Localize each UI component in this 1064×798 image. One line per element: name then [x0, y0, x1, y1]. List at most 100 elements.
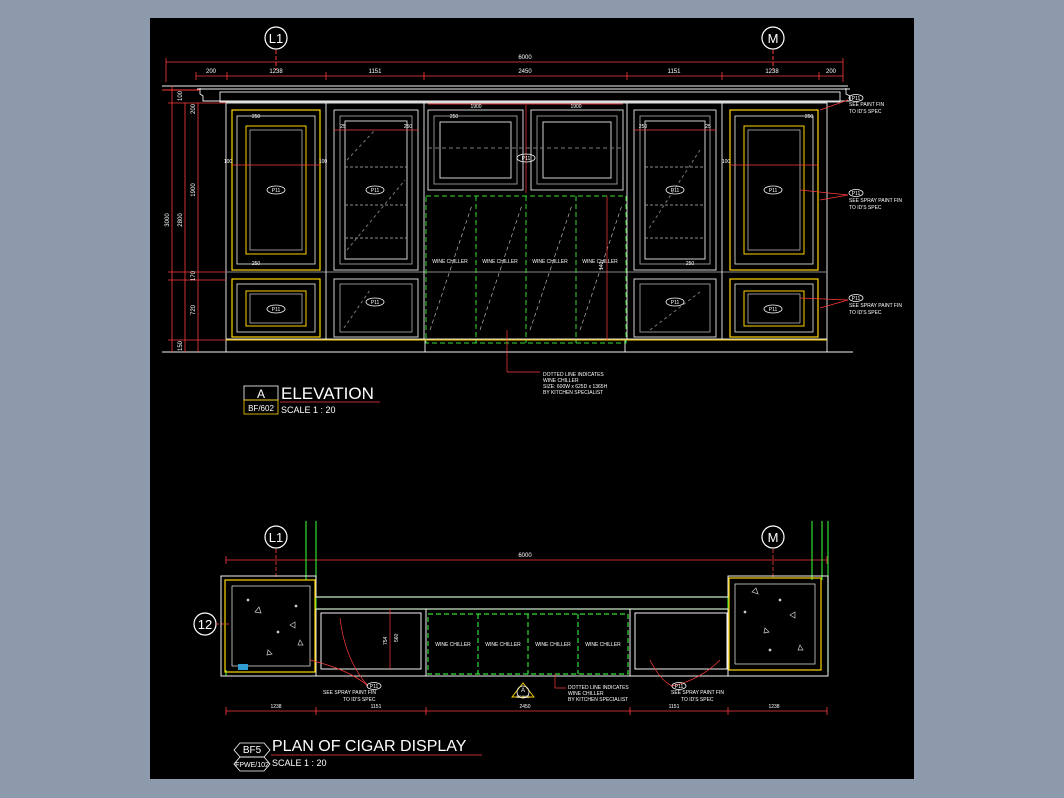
svg-text:250: 250: [252, 114, 261, 120]
svg-text:ELEVATION: ELEVATION: [281, 384, 374, 403]
svg-text:TO ID'S SPEC: TO ID'S SPEC: [343, 697, 376, 703]
svg-text:1238: 1238: [765, 69, 779, 75]
svg-text:1900: 1900: [470, 104, 481, 110]
svg-text:250: 250: [805, 114, 814, 120]
svg-text:A: A: [257, 387, 265, 401]
svg-text:BF/602: BF/602: [248, 404, 274, 413]
svg-text:2450: 2450: [518, 69, 532, 75]
svg-text:100: 100: [224, 159, 233, 165]
section-marker-a: A BF/602: [511, 682, 535, 699]
svg-text:1151: 1151: [669, 704, 680, 710]
cad-drawing: L1 M 6000 200 1238 1151: [162, 26, 902, 772]
svg-text:P11: P11: [769, 307, 778, 313]
svg-text:2450: 2450: [519, 704, 530, 710]
svg-text:25: 25: [705, 124, 711, 130]
svg-text:BF/602: BF/602: [517, 694, 531, 699]
svg-text:1151: 1151: [369, 69, 383, 75]
svg-text:A: A: [521, 688, 525, 694]
svg-text:250: 250: [404, 124, 413, 130]
svg-text:250: 250: [639, 124, 648, 130]
svg-text:FPWE/102: FPWE/102: [235, 762, 269, 769]
plan-chiller-note: DOTTED LINE INDICATES WINE CHILLER BY KI…: [554, 674, 629, 703]
plan-bottom-dimensions: 1238 1151 2450 1151 1238: [225, 704, 828, 715]
chiller-note: DOTTED LINE INDICATES WINE CHILLER SIZE:…: [506, 330, 608, 396]
svg-text:SEE SPRAY PAINT FIN: SEE SPRAY PAINT FIN: [323, 690, 376, 696]
svg-text:1900: 1900: [570, 104, 581, 110]
cad-viewport[interactable]: L1 M 6000 200 1238 1151: [150, 18, 914, 779]
svg-text:SEE SPRAY PAINT FIN: SEE SPRAY PAINT FIN: [671, 690, 724, 696]
svg-text:WINE CHILLER: WINE CHILLER: [432, 259, 468, 265]
svg-text:SEE PAINT FIN: SEE PAINT FIN: [849, 102, 884, 108]
svg-text:SIZE: 600W x 625D x 1365H: SIZE: 600W x 625D x 1365H: [543, 384, 608, 390]
svg-text:1151: 1151: [668, 69, 682, 75]
svg-text:1900: 1900: [191, 183, 197, 197]
plan-depth-dims: 754 560: [383, 609, 400, 669]
right-lower-panel: [729, 278, 819, 338]
svg-text:6000: 6000: [518, 553, 532, 559]
svg-text:P11: P11: [852, 296, 861, 302]
svg-text:BF5: BF5: [243, 745, 262, 756]
svg-text:M: M: [768, 31, 779, 46]
panel-dimensions: 250 25 250 250 100 100 100 250 250 25 25…: [224, 114, 818, 267]
wine-chillers: WINE CHILLER WINE CHILLER WINE CHILLER W…: [425, 195, 627, 344]
elevation-title: A BF/602 ELEVATION SCALE 1 : 20: [243, 384, 380, 415]
plan-chiller-labels: WINE CHILLER WINE CHILLER WINE CHILLER W…: [435, 642, 621, 648]
svg-text:1151: 1151: [371, 704, 382, 710]
svg-text:6000: 6000: [518, 55, 532, 61]
plan-grid-bubble-l1: L1: [264, 525, 288, 549]
svg-text:100: 100: [319, 159, 328, 165]
svg-text:P11: P11: [522, 156, 531, 162]
svg-text:150: 150: [178, 340, 184, 351]
plan-title: BF5 FPWE/102 PLAN OF CIGAR DISPLAY SCALE…: [233, 738, 482, 772]
svg-text:L1: L1: [269, 530, 283, 545]
plan-left-callout: P11 SEE SPRAY PAINT FIN TO ID'S SPEC: [309, 617, 382, 703]
left-upper-panel: [231, 109, 321, 271]
svg-text:WINE CHILLER: WINE CHILLER: [485, 642, 521, 648]
svg-text:L1: L1: [269, 31, 283, 46]
svg-text:WINE CHILLER: WINE CHILLER: [535, 642, 571, 648]
svg-text:WINE CHILLER: WINE CHILLER: [543, 378, 579, 384]
svg-text:250: 250: [686, 261, 695, 267]
overall-dimension: 6000: [165, 55, 844, 82]
svg-text:BY KITCHEN SPECIALIST: BY KITCHEN SPECIALIST: [543, 390, 603, 396]
svg-text:170: 170: [191, 270, 197, 281]
svg-text:P11: P11: [852, 96, 861, 102]
svg-text:1238: 1238: [270, 704, 281, 710]
svg-text:140: 140: [599, 261, 605, 270]
right-upper-panel: [729, 109, 819, 271]
cabinet-body: [162, 102, 853, 353]
svg-text:200: 200: [826, 69, 837, 75]
svg-text:P11: P11: [675, 684, 684, 690]
left-dimensions: 3000 2800 1900 170 720 150 100 200: [165, 86, 226, 352]
center-upper-cabinets: 1900 1900: [427, 103, 624, 193]
svg-text:SEE SPRAY PAINT FIN: SEE SPRAY PAINT FIN: [849, 303, 902, 309]
svg-text:TO ID'S SPEC: TO ID'S SPEC: [849, 109, 882, 115]
svg-text:SCALE 1 : 20: SCALE 1 : 20: [281, 405, 336, 415]
svg-text:WINE CHILLER: WINE CHILLER: [568, 691, 604, 697]
svg-text:DOTTED LINE INDICATES: DOTTED LINE INDICATES: [543, 372, 604, 378]
svg-text:1238: 1238: [768, 704, 779, 710]
svg-text:TO ID'S SPEC: TO ID'S SPEC: [849, 310, 882, 316]
svg-text:720: 720: [191, 304, 197, 315]
svg-text:M: M: [768, 530, 779, 545]
svg-text:100: 100: [178, 90, 184, 101]
plan-grid-bubble-12: 12: [193, 612, 230, 636]
svg-text:P11: P11: [272, 307, 281, 313]
plan-view: L1 M 12 6000: [193, 521, 829, 772]
svg-text:PLAN OF CIGAR DISPLAY: PLAN OF CIGAR DISPLAY: [272, 738, 467, 755]
plan-grid-bubble-m: M: [761, 525, 785, 549]
svg-text:WINE CHILLER: WINE CHILLER: [532, 259, 568, 265]
svg-text:P11: P11: [852, 191, 861, 197]
svg-text:200: 200: [206, 69, 217, 75]
grid-bubble-l1: L1: [264, 26, 288, 50]
grid-bubble-m: M: [761, 26, 785, 50]
left-glass-cabinet: [333, 109, 419, 338]
svg-text:560: 560: [394, 633, 400, 642]
svg-text:P11: P11: [371, 188, 380, 194]
svg-text:TO ID'S SPEC: TO ID'S SPEC: [849, 205, 882, 211]
svg-text:WINE CHILLER: WINE CHILLER: [582, 259, 618, 265]
elevation-callouts: P11 SEE PAINT FIN TO ID'S SPEC P11 SEE S…: [799, 94, 902, 316]
svg-text:P11: P11: [371, 300, 380, 306]
svg-text:P11: P11: [272, 188, 281, 194]
svg-text:200: 200: [191, 103, 197, 114]
